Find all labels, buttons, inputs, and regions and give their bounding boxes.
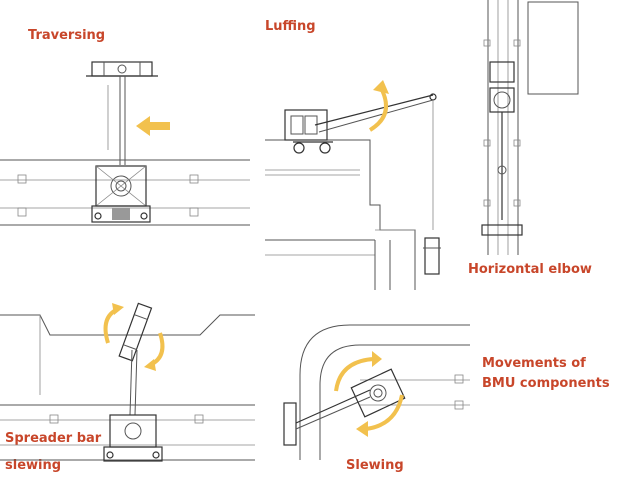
traversing-label: Traversing xyxy=(28,28,106,43)
spreader-bar-label-line1: Spreader bar xyxy=(5,431,102,446)
luffing-diagram xyxy=(265,80,441,290)
horizontal-elbow-diagram xyxy=(481,0,579,255)
movements-label-line1: Movements of xyxy=(482,356,586,371)
slewing-rotate-arrow-icon xyxy=(334,357,375,392)
horizontal-elbow-label: Horizontal elbow xyxy=(468,262,592,277)
luffing-label: Luffing xyxy=(265,19,316,34)
slewing-diagram xyxy=(283,324,470,460)
movements-label-line2: BMU components xyxy=(482,376,610,391)
spreader-bar-label-line2: slewing xyxy=(5,458,62,473)
traversing-arrow-icon xyxy=(136,116,170,136)
spreader-bar-slewing-diagram xyxy=(0,302,255,462)
traversing-diagram xyxy=(0,61,250,226)
spreader-rotate-arrow-icon xyxy=(103,307,119,344)
slewing-label: Slewing xyxy=(346,458,404,473)
